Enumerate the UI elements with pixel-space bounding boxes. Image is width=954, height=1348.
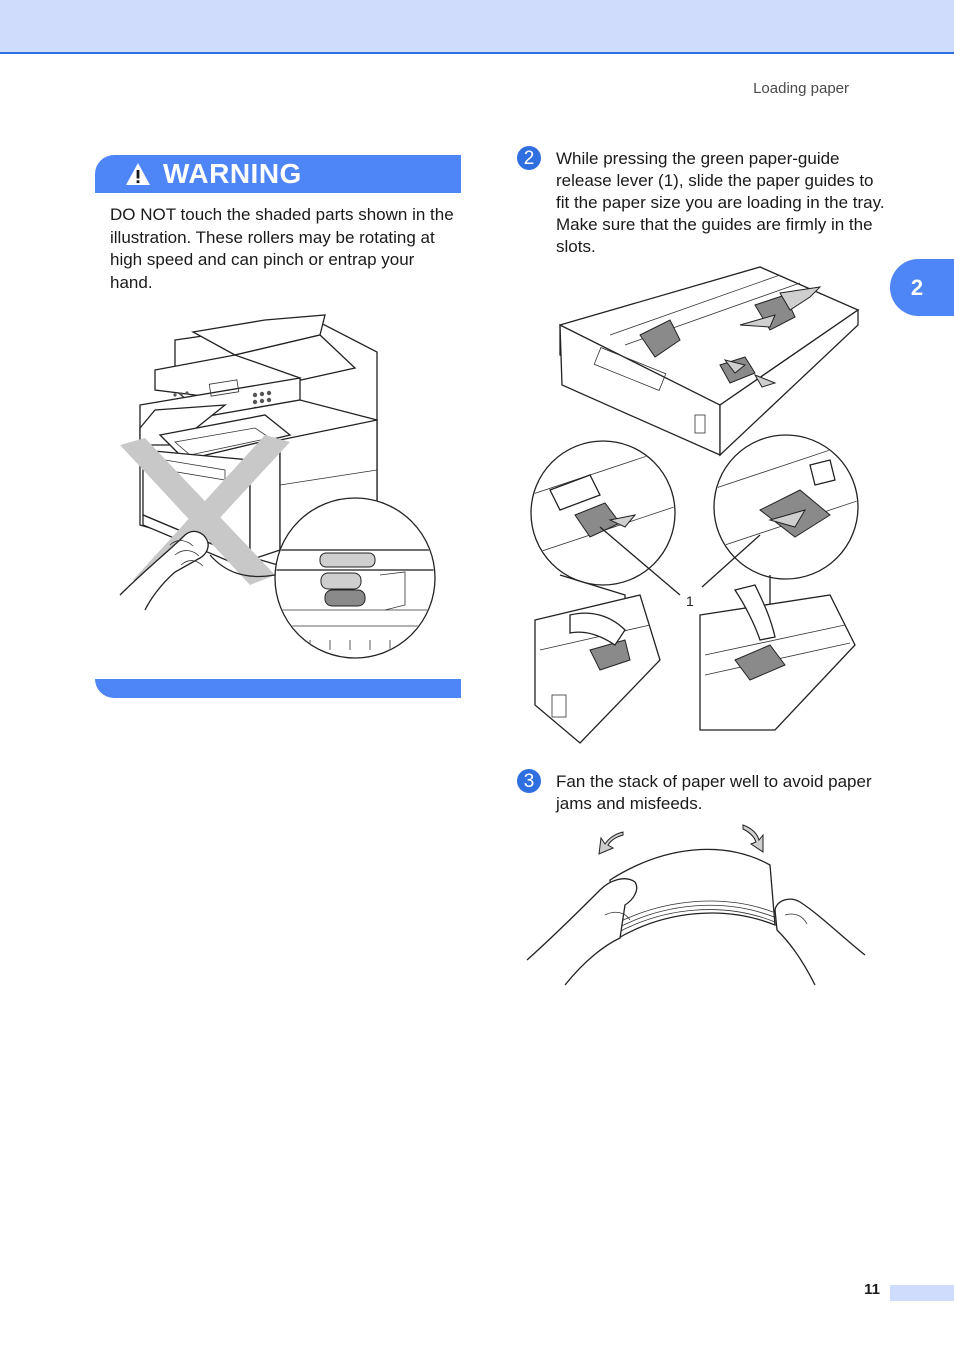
fan-paper-illustration bbox=[526, 824, 866, 986]
warning-title: WARNING bbox=[163, 158, 302, 189]
page-number: 11 bbox=[864, 1281, 880, 1298]
step-number-badge: 2 bbox=[517, 146, 541, 170]
chapter-number: 2 bbox=[910, 274, 924, 300]
step-3-text: Fan the stack of paper well to avoid pap… bbox=[556, 772, 872, 813]
printer-illustration bbox=[119, 314, 436, 659]
lever-callout-label: 1 bbox=[686, 593, 694, 609]
warning-triangle-icon bbox=[126, 163, 150, 185]
chapter-tab: 2 bbox=[890, 259, 954, 316]
warning-text: DO NOT touch the shaded parts shown in t… bbox=[110, 205, 454, 292]
page-number-tab bbox=[890, 1285, 954, 1301]
section-title: Loading paper bbox=[753, 80, 849, 97]
step-2-text: While pressing the green paper-guide rel… bbox=[556, 149, 885, 256]
step-number-badge: 3 bbox=[517, 769, 541, 793]
paper-tray-illustration: 1 bbox=[530, 266, 860, 744]
header-band bbox=[0, 0, 954, 54]
warning-header: WARNING bbox=[95, 155, 461, 193]
warning-footer-bar bbox=[95, 679, 461, 698]
